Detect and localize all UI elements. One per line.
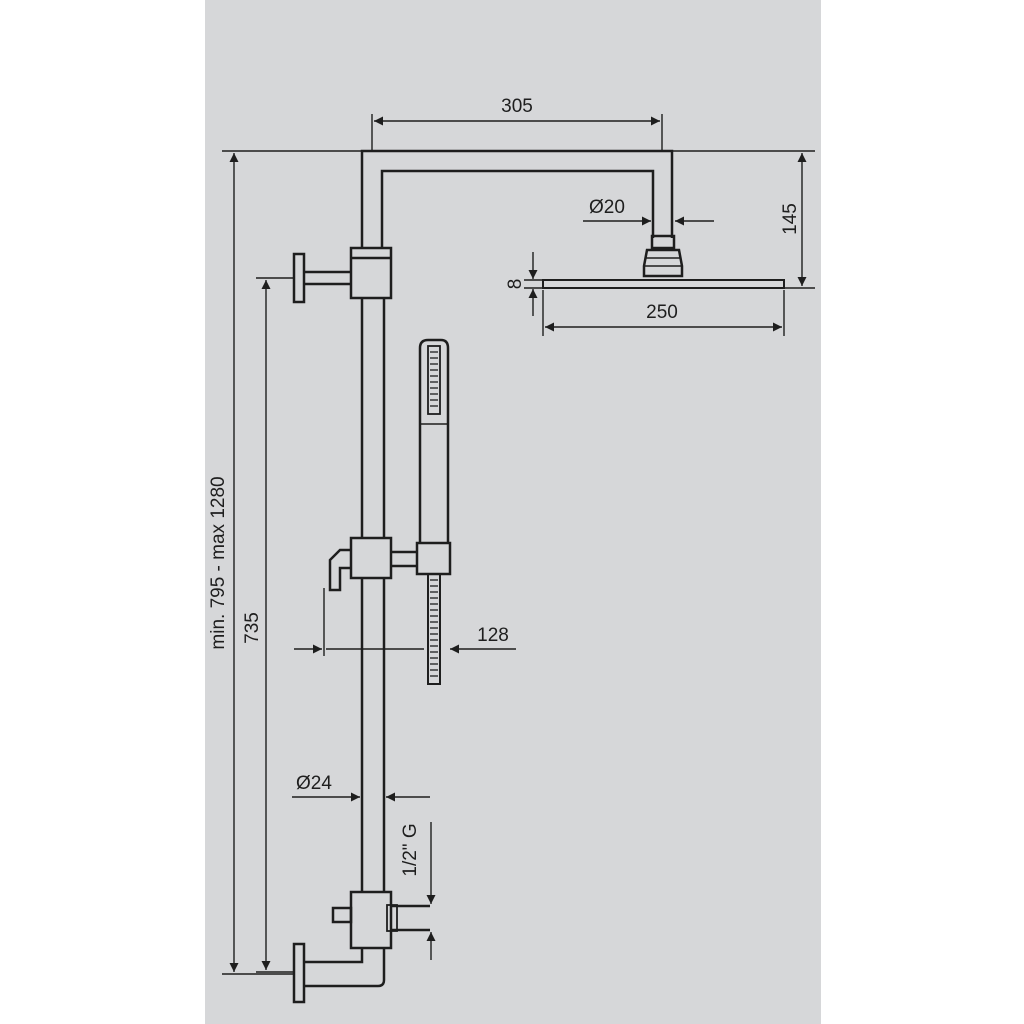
bottom-wall-flange <box>292 942 306 1004</box>
shower-head-plate <box>542 279 785 289</box>
elbow-inner <box>304 948 364 964</box>
dim-connection-label: 1/2" G <box>400 823 421 876</box>
head-swivel-joint <box>642 248 684 278</box>
dimension-labels: 305 Ø20 145 8 250 min. 795 - max 1280 73… <box>208 96 801 877</box>
ribbing <box>430 351 438 677</box>
fixture-outline <box>292 149 785 1004</box>
elbow-outer <box>304 948 386 988</box>
dim-head-drop-label: 145 <box>780 203 801 235</box>
shower-arm-inner <box>380 169 655 248</box>
dim-hand-offset-label: 128 <box>477 625 509 646</box>
hand-shower-spray-face <box>427 345 441 415</box>
hand-shower-body <box>418 338 450 543</box>
hand-shower-hose <box>427 573 441 685</box>
drawing-panel <box>205 0 821 1024</box>
slider-clamp <box>349 536 393 580</box>
head-connector-collar <box>650 234 676 250</box>
slider-lever <box>328 548 351 592</box>
dim-rail-height-label: 735 <box>242 612 263 644</box>
dim-head-width-label: 250 <box>646 302 678 323</box>
mixer-outlet <box>386 904 398 932</box>
dim-arm-length-label: 305 <box>501 96 533 117</box>
dim-rail-diameter-label: Ø24 <box>296 773 332 794</box>
dim-head-thickness-label: 8 <box>505 279 526 290</box>
dim-total-height-label: min. 795 - max 1280 <box>208 476 229 649</box>
mixer-button <box>331 906 353 924</box>
dim-arm-diameter-label: Ø20 <box>589 197 625 218</box>
shower-arm-outer <box>360 149 674 248</box>
dimension-lines <box>222 114 815 975</box>
